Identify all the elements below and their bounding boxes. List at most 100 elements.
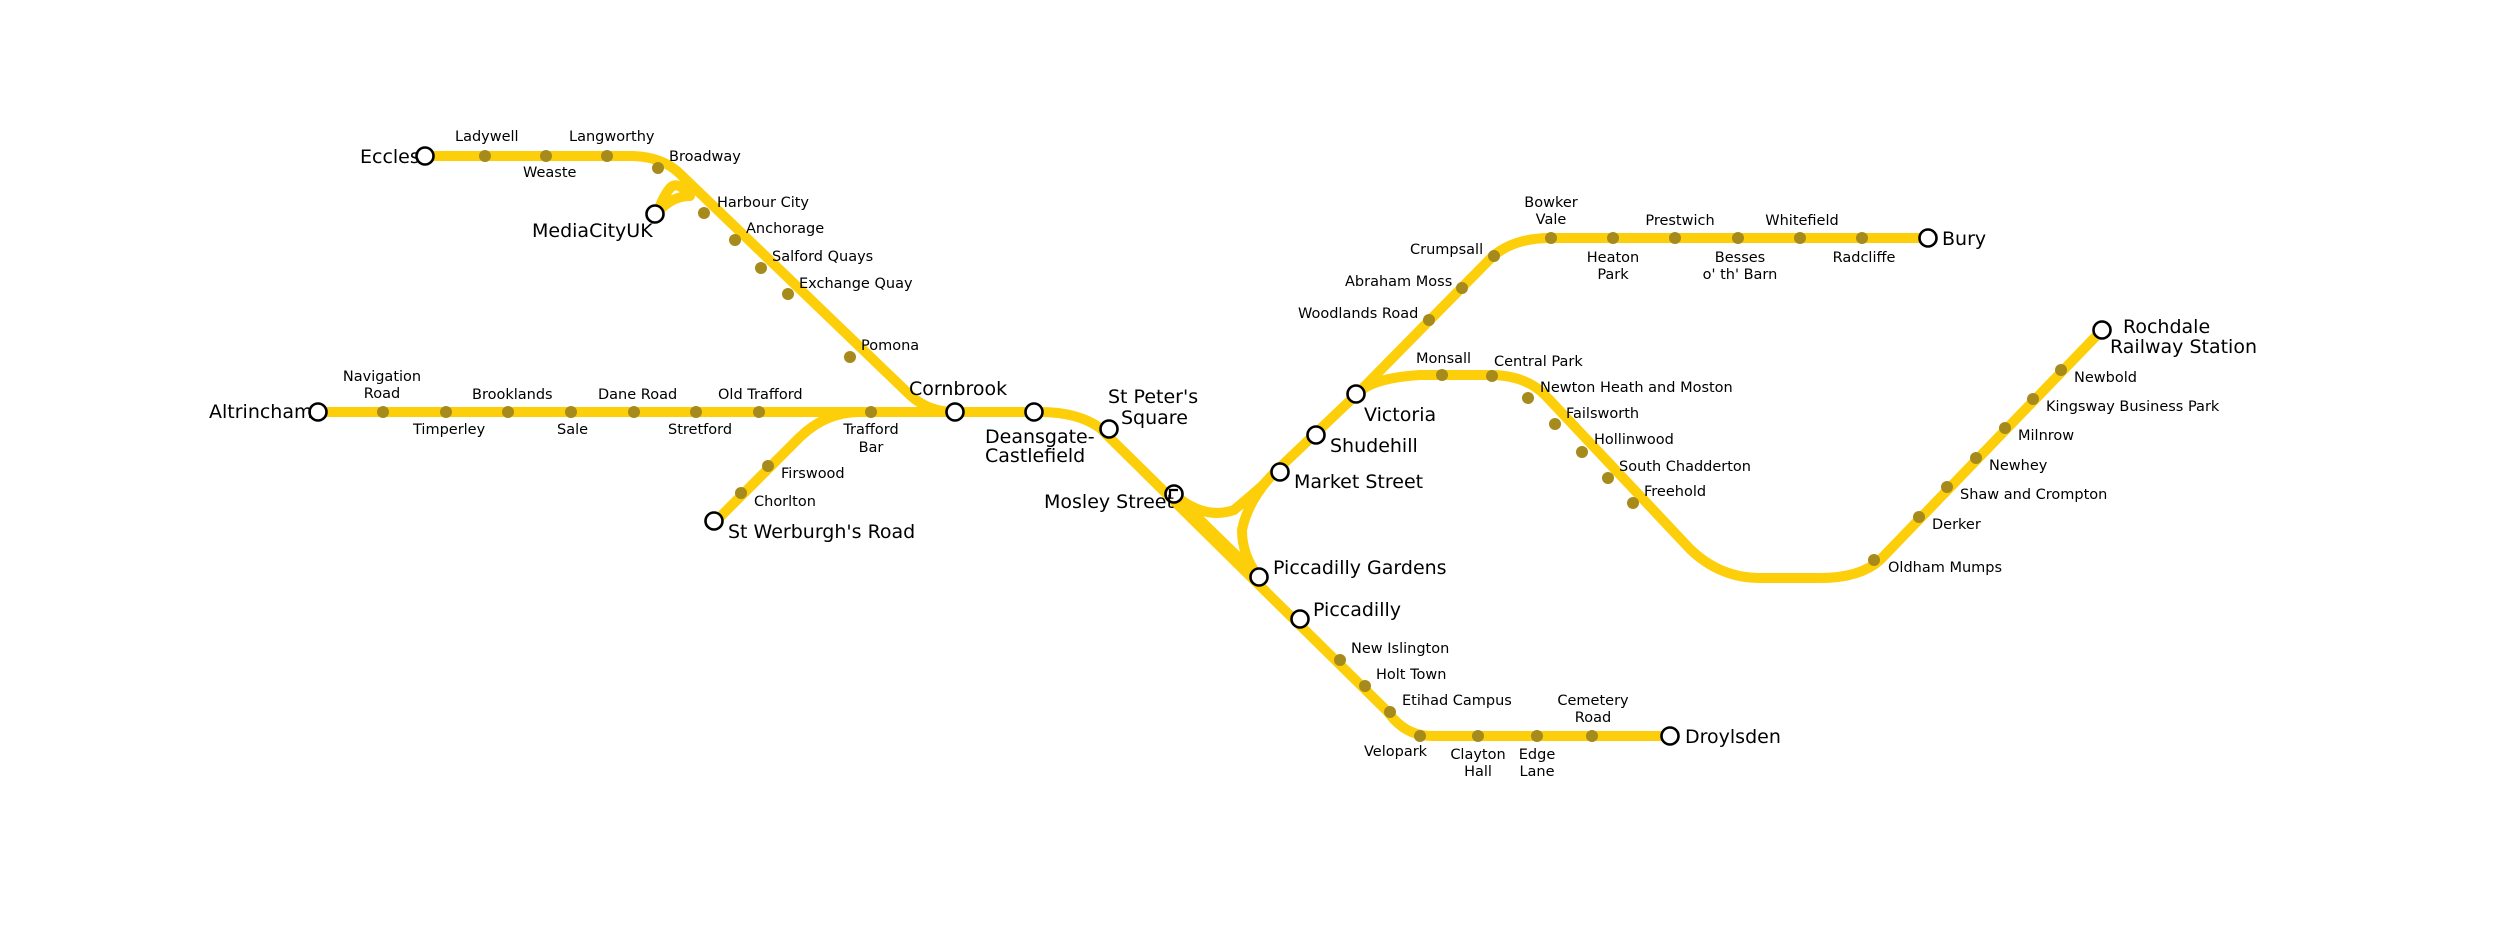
label-stretford: Stretford (668, 422, 732, 438)
label-brooklands: Brooklands (472, 387, 553, 403)
label-besses-o-th-barn-2: o' th' Barn (1703, 267, 1778, 283)
stop-holt-town[interactable] (1359, 680, 1371, 692)
stop-anchorage[interactable] (729, 234, 741, 246)
stop-brooklands[interactable] (502, 406, 514, 418)
station-droylsden[interactable] (1660, 726, 1680, 746)
stop-kingsway-business-park[interactable] (2027, 393, 2039, 405)
stop-ladywell[interactable] (479, 150, 491, 162)
stop-central-park[interactable] (1486, 370, 1498, 382)
station-shudehill[interactable] (1306, 425, 1326, 445)
station-piccadilly-gardens[interactable] (1249, 567, 1269, 587)
stop-navigation-road[interactable] (377, 406, 389, 418)
label-trafford-bar-2: Bar (859, 440, 884, 456)
station-victoria[interactable] (1346, 384, 1366, 404)
stop-prestwich[interactable] (1669, 232, 1681, 244)
stop-langworthy[interactable] (601, 150, 613, 162)
stop-newhey[interactable] (1970, 452, 1982, 464)
label-broadway: Broadway (669, 149, 741, 165)
stop-firswood[interactable] (762, 460, 774, 472)
station-bury[interactable] (1918, 228, 1938, 248)
stop-milnrow[interactable] (1999, 422, 2011, 434)
stop-sale[interactable] (565, 406, 577, 418)
label-shudehill: Shudehill (1330, 435, 1418, 457)
stop-monsall[interactable] (1436, 369, 1448, 381)
stop-broadway[interactable] (652, 162, 664, 174)
label-cemetery-road-2: Road (1575, 710, 1611, 726)
station-st-peters-square[interactable] (1099, 419, 1119, 439)
stop-crumpsall[interactable] (1488, 250, 1500, 262)
station-deansgate-castlefield[interactable] (1024, 402, 1044, 422)
stop-woodlands-road[interactable] (1423, 314, 1435, 326)
stop-weaste[interactable] (540, 150, 552, 162)
station-cornbrook[interactable] (945, 402, 965, 422)
station-mediacityuk[interactable] (645, 204, 665, 224)
stop-pomona[interactable] (844, 351, 856, 363)
label-newhey: Newhey (1989, 458, 2048, 474)
stop-heaton-park[interactable] (1607, 232, 1619, 244)
label-kingsway-business-park: Kingsway Business Park (2046, 399, 2220, 415)
label-firswood: Firswood (781, 466, 845, 482)
stop-hollinwood[interactable] (1576, 446, 1588, 458)
label-clayton-hall-1: Clayton (1450, 747, 1505, 763)
label-etihad-campus: Etihad Campus (1402, 693, 1512, 709)
stop-edge-lane[interactable] (1531, 730, 1543, 742)
stop-harbour-city[interactable] (698, 207, 710, 219)
station-piccadilly[interactable] (1290, 609, 1310, 629)
station-altrincham[interactable] (308, 402, 328, 422)
stop-abraham-moss[interactable] (1456, 282, 1468, 294)
stop-new-islington[interactable] (1334, 654, 1346, 666)
interchange-stations (308, 146, 2112, 746)
stop-radcliffe[interactable] (1856, 232, 1868, 244)
label-pomona: Pomona (861, 338, 919, 354)
label-woodlands-road: Woodlands Road (1298, 306, 1418, 322)
stop-besses-o-th-barn[interactable] (1732, 232, 1744, 244)
stop-dane-road[interactable] (628, 406, 640, 418)
stop-stretford[interactable] (690, 406, 702, 418)
stop-south-chadderton[interactable] (1602, 472, 1614, 484)
label-central-park: Central Park (1494, 354, 1583, 370)
stop-shaw-and-crompton[interactable] (1941, 481, 1953, 493)
label-besses-o-th-barn-1: Besses (1715, 250, 1765, 266)
stop-freehold[interactable] (1627, 497, 1639, 509)
label-sale: Sale (557, 422, 588, 438)
label-eccles: Eccles (360, 146, 420, 168)
label-whitefield: Whitefield (1765, 213, 1838, 229)
stop-exchange-quay[interactable] (782, 288, 794, 300)
track-lines (313, 151, 2107, 741)
stop-velopark[interactable] (1414, 730, 1426, 742)
label-market-street: Market Street (1294, 471, 1423, 493)
label-derker: Derker (1932, 517, 1981, 533)
stop-newton-heath-and-moston[interactable] (1522, 392, 1534, 404)
stop-oldham-mumps[interactable] (1868, 554, 1880, 566)
label-trafford-bar-1: Trafford (842, 422, 898, 438)
stop-trafford-bar[interactable] (865, 406, 877, 418)
label-freehold: Freehold (1644, 484, 1706, 500)
label-ladywell: Ladywell (455, 129, 519, 145)
label-newton-heath-and-moston: Newton Heath and Moston (1540, 380, 1733, 396)
label-piccadilly-gardens: Piccadilly Gardens (1273, 557, 1447, 579)
stop-failsworth[interactable] (1549, 418, 1561, 430)
stop-old-trafford[interactable] (753, 406, 765, 418)
stop-derker[interactable] (1913, 511, 1925, 523)
stop-salford-quays[interactable] (755, 262, 767, 274)
station-eccles[interactable] (415, 146, 435, 166)
stop-clayton-hall[interactable] (1472, 730, 1484, 742)
track-st-werburghs-spur (711, 407, 865, 526)
stop-whitefield[interactable] (1794, 232, 1806, 244)
label-st-peters-square-2: Square (1121, 407, 1188, 429)
station-st-werburghs-road[interactable] (704, 511, 724, 531)
stop-bowker-vale[interactable] (1545, 232, 1557, 244)
label-dane-road: Dane Road (598, 387, 677, 403)
label-clayton-hall-2: Hall (1464, 764, 1492, 780)
stop-newbold[interactable] (2055, 364, 2067, 376)
stop-cemetery-road[interactable] (1586, 730, 1598, 742)
stop-timperley[interactable] (440, 406, 452, 418)
label-droylsden: Droylsden (1685, 726, 1781, 748)
stop-etihad-campus[interactable] (1384, 706, 1396, 718)
station-market-street[interactable] (1270, 462, 1290, 482)
label-old-trafford: Old Trafford (718, 387, 803, 403)
label-abraham-moss: Abraham Moss (1345, 274, 1452, 290)
stop-chorlton[interactable] (735, 487, 747, 499)
label-navigation-road-1: Navigation (343, 369, 421, 385)
station-rochdale-railway-station[interactable] (2092, 320, 2112, 340)
